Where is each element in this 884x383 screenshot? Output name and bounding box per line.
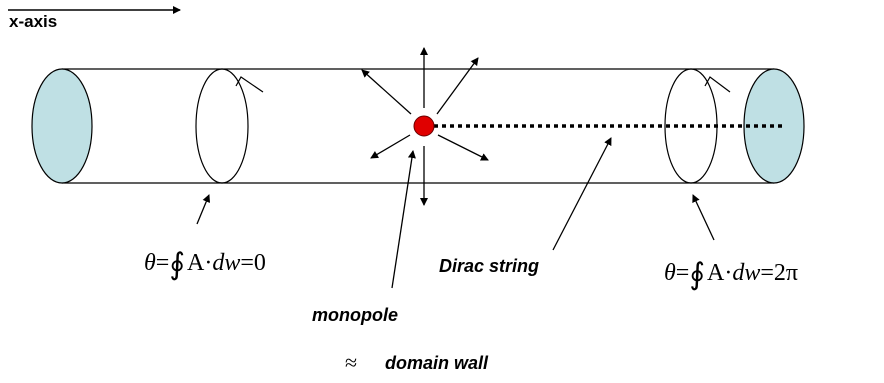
left-formula: θ=∮A·dw=0 [144, 248, 266, 281]
field-arrow-upper-right [436, 57, 479, 115]
field-arrow-lower-left [370, 134, 411, 159]
approx-symbol: ≈ [345, 350, 357, 375]
pointer-dirac-string [552, 137, 612, 251]
left-end-cap [31, 68, 93, 184]
field-arrows [361, 47, 489, 206]
monopole-label: monopole [312, 305, 398, 325]
monopole-dot [413, 115, 435, 137]
field-arrow-lower-right [437, 134, 489, 161]
field-arrow-upper-left [361, 69, 412, 115]
right-loop-circulation-icon [704, 76, 731, 93]
pointer-left-formula [196, 194, 211, 225]
right-formula: θ=∮A·dw=2π [664, 258, 798, 291]
pointer-monopole [391, 150, 416, 289]
left-loop [195, 68, 249, 184]
dirac-string-label: Dirac string [439, 256, 539, 276]
left-loop-circulation-icon [235, 76, 264, 93]
pointer-right-formula [692, 194, 715, 241]
domain-wall-label: domain wall [385, 353, 489, 373]
x-axis-label: x-axis [9, 12, 57, 31]
